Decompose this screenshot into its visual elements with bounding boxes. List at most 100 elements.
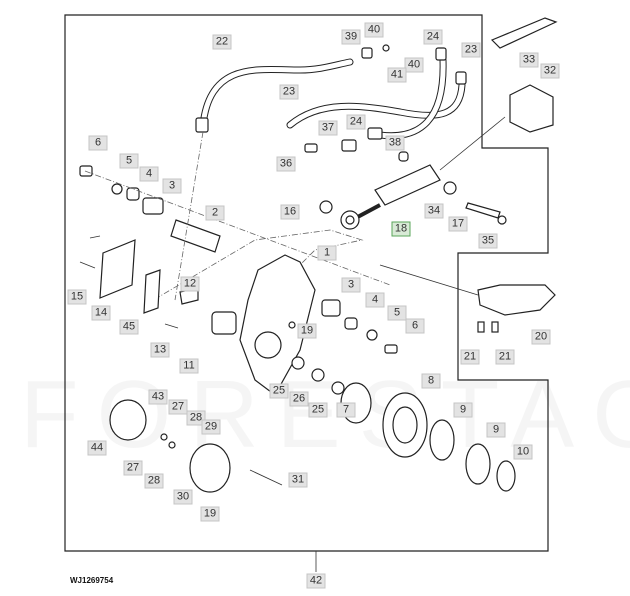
fitting-39 (361, 47, 373, 59)
callout-part-17[interactable]: 17 (448, 216, 468, 232)
hose-22 (195, 58, 354, 133)
callout-part-36[interactable]: 36 (276, 156, 296, 172)
callout-part-11[interactable]: 11 (179, 358, 199, 374)
callout-part-26[interactable]: 26 (289, 391, 309, 407)
callout-part-32[interactable]: 32 (540, 63, 560, 79)
nut-35 (497, 215, 507, 225)
callout-part-8[interactable]: 8 (421, 373, 441, 389)
callout-part-3[interactable]: 3 (162, 178, 182, 194)
fitting-23 (455, 71, 467, 85)
bushing-26 (311, 368, 325, 382)
seal-25 (291, 356, 305, 370)
fitting-37 (341, 139, 357, 152)
callout-part-44[interactable]: 44 (87, 440, 107, 456)
callout-part-29[interactable]: 29 (201, 419, 221, 435)
callout-part-2[interactable]: 2 (205, 205, 225, 221)
callout-part-15[interactable]: 15 (67, 289, 87, 305)
callout-part-28[interactable]: 28 (186, 410, 206, 426)
bushing-3b (321, 299, 341, 317)
callout-part-13[interactable]: 13 (150, 342, 170, 358)
callout-part-23[interactable]: 23 (461, 42, 481, 58)
callout-part-34[interactable]: 34 (424, 203, 444, 219)
callout-part-12[interactable]: 12 (180, 276, 200, 292)
bolt-21b (491, 321, 499, 333)
callout-part-23[interactable]: 23 (279, 84, 299, 100)
callout-part-19[interactable]: 19 (297, 323, 317, 339)
callout-part-31[interactable]: 31 (288, 472, 308, 488)
callout-part-5[interactable]: 5 (387, 305, 407, 321)
ring-10 (496, 460, 516, 492)
callout-part-4[interactable]: 4 (139, 166, 159, 182)
callout-part-6[interactable]: 6 (88, 135, 108, 151)
callout-part-24[interactable]: 24 (346, 114, 366, 130)
callout-part-7[interactable]: 7 (336, 402, 356, 418)
callout-part-4[interactable]: 4 (365, 292, 385, 308)
bushing-3 (142, 197, 164, 215)
callout-part-9[interactable]: 9 (486, 422, 506, 438)
bushing-4 (126, 187, 140, 201)
callout-part-30[interactable]: 30 (173, 489, 193, 505)
pin-2 (170, 219, 221, 253)
wrench-33 (490, 17, 558, 49)
callout-part-14[interactable]: 14 (91, 305, 111, 321)
callout-part-27[interactable]: 27 (168, 399, 188, 415)
callout-part-38[interactable]: 38 (385, 135, 405, 151)
nut-38 (398, 151, 409, 162)
callout-part-43[interactable]: 43 (148, 389, 168, 405)
fitting-36 (304, 143, 318, 153)
callout-part-21[interactable]: 21 (460, 349, 480, 365)
washer-34 (443, 181, 457, 195)
clamp-11 (211, 311, 237, 335)
nut-19 (288, 321, 296, 329)
bracket-32 (509, 84, 554, 133)
callout-part-35[interactable]: 35 (478, 233, 498, 249)
assembly-frame (64, 14, 549, 552)
plate-14 (99, 239, 136, 299)
washer-5 (111, 183, 123, 195)
callout-part-19[interactable]: 19 (200, 506, 220, 522)
callout-part-18[interactable]: 18 (391, 221, 411, 237)
callout-part-21[interactable]: 21 (495, 349, 515, 365)
callout-part-5[interactable]: 5 (119, 153, 139, 169)
callout-part-41[interactable]: 41 (387, 67, 407, 83)
callout-part-25[interactable]: 25 (308, 402, 328, 418)
callout-part-39[interactable]: 39 (341, 29, 361, 45)
callout-part-37[interactable]: 37 (318, 120, 338, 136)
callout-part-40[interactable]: 40 (404, 57, 424, 73)
callout-part-24[interactable]: 24 (423, 29, 443, 45)
callout-part-33[interactable]: 33 (519, 52, 539, 68)
plate-45 (143, 269, 161, 314)
callout-part-28[interactable]: 28 (144, 473, 164, 489)
washer-5b (366, 329, 378, 341)
plug-28 (168, 441, 176, 449)
pin-17 (465, 202, 501, 219)
bushing-4b (344, 317, 358, 330)
axle-housing-1 (239, 254, 316, 396)
callout-part-9[interactable]: 9 (453, 402, 473, 418)
plug-27 (160, 433, 168, 441)
callout-part-3[interactable]: 3 (341, 277, 361, 293)
oring-44 (109, 399, 147, 441)
callout-part-45[interactable]: 45 (119, 319, 139, 335)
seal-25b (331, 381, 345, 395)
callout-part-22[interactable]: 22 (212, 34, 232, 50)
cylinder-18 (340, 164, 441, 230)
washer-16 (319, 200, 333, 214)
callout-part-1[interactable]: 1 (317, 245, 337, 261)
callout-part-20[interactable]: 20 (531, 329, 551, 345)
bearing-9 (429, 419, 455, 461)
bolt-6b (384, 344, 398, 354)
callout-part-25[interactable]: 25 (269, 383, 289, 399)
callout-part-42[interactable]: 42 (306, 573, 326, 589)
callout-part-27[interactable]: 27 (123, 460, 143, 476)
callout-part-16[interactable]: 16 (280, 204, 300, 220)
washer-41 (382, 44, 390, 52)
callout-part-6[interactable]: 6 (405, 318, 425, 334)
drawing-code: WJ1269754 (70, 576, 114, 585)
callout-part-40[interactable]: 40 (364, 22, 384, 38)
bolt-21 (477, 321, 485, 333)
bearing-9b (465, 443, 491, 485)
bracket-20 (477, 284, 556, 316)
callout-part-10[interactable]: 10 (513, 444, 533, 460)
